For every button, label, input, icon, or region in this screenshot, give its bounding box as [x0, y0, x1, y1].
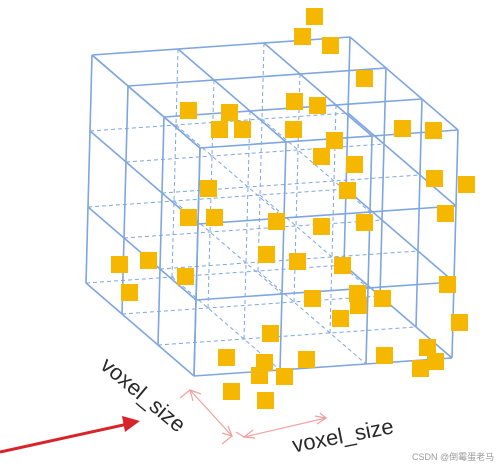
- point-marker: [289, 253, 306, 270]
- hidden-grid-line: [125, 143, 385, 163]
- grid-line: [121, 85, 129, 315]
- point-marker: [285, 121, 302, 138]
- grid-line: [345, 188, 455, 283]
- grid-line: [379, 67, 387, 297]
- grid-line: [91, 54, 201, 149]
- hidden-grid-line: [87, 188, 347, 208]
- point-marker: [437, 205, 454, 222]
- point-marker: [439, 276, 456, 293]
- point-marker: [262, 325, 279, 342]
- grid-line: [279, 141, 287, 371]
- point-marker: [286, 93, 303, 110]
- point-marker: [419, 339, 436, 356]
- grid-line: [193, 357, 453, 377]
- point-marker: [374, 290, 391, 307]
- point-marker: [313, 218, 330, 235]
- grid-line: [85, 54, 93, 284]
- point-marker: [304, 290, 321, 307]
- point-marker: [426, 170, 443, 187]
- hidden-grid-line: [123, 219, 383, 239]
- hidden-grid-line: [85, 264, 345, 284]
- grid-line: [195, 281, 455, 301]
- grid-line: [343, 36, 351, 266]
- grid-line: [127, 67, 387, 87]
- point-marker: [294, 28, 311, 45]
- point-marker: [221, 104, 238, 121]
- hidden-grid-line: [259, 194, 369, 289]
- grid-line: [349, 36, 459, 131]
- point-marker: [258, 246, 275, 263]
- grid-line: [365, 135, 373, 365]
- point-marker: [223, 383, 240, 400]
- point-marker: [234, 121, 251, 138]
- hidden-grid-line: [171, 48, 179, 278]
- point-marker: [313, 148, 330, 165]
- grid-line: [415, 98, 423, 328]
- point-marker: [180, 102, 197, 119]
- point-marker: [177, 268, 194, 285]
- point-marker: [427, 353, 444, 370]
- point-marker: [394, 120, 411, 137]
- point-marker: [200, 180, 217, 197]
- hidden-grid-line: [243, 110, 251, 340]
- hidden-grid-line: [175, 124, 285, 219]
- grid-line: [177, 48, 287, 143]
- point-marker: [180, 209, 197, 226]
- point-marker: [276, 368, 293, 385]
- point-marker: [346, 156, 363, 173]
- grid-line: [85, 282, 195, 377]
- point-marker: [306, 8, 323, 25]
- hidden-grid-line: [121, 295, 381, 315]
- point-marker: [140, 252, 157, 269]
- point-marker: [332, 310, 349, 327]
- point-marker: [268, 213, 285, 230]
- red-arrow-icon: [0, 416, 140, 454]
- point-marker: [322, 37, 339, 54]
- point-marker: [206, 209, 223, 226]
- point-marker: [356, 70, 373, 87]
- watermark: CSDN @倒霉蛋老马: [412, 452, 495, 462]
- point-marker: [111, 256, 128, 273]
- point-marker: [256, 354, 273, 371]
- grid-line: [197, 205, 457, 225]
- dimension-markers: [179, 389, 328, 445]
- point-marker: [257, 392, 274, 409]
- point-marker: [350, 297, 367, 314]
- point-marker: [121, 284, 138, 301]
- point-marker: [412, 360, 429, 377]
- point-marker: [218, 349, 235, 366]
- grid-line: [91, 36, 351, 56]
- point-marker: [298, 351, 315, 368]
- grid-line: [347, 112, 457, 207]
- grid-line: [89, 130, 199, 225]
- point-marker: [339, 182, 356, 199]
- grid-line: [157, 116, 165, 346]
- point-marker: [309, 97, 326, 114]
- hidden-grid-line: [257, 270, 367, 365]
- point-marker: [376, 347, 393, 364]
- point-marker: [425, 122, 442, 139]
- point-marker: [334, 257, 351, 274]
- hidden-grid-line: [261, 118, 371, 213]
- point-marker: [451, 314, 468, 331]
- point-marker: [458, 176, 475, 193]
- point-cloud: [111, 8, 475, 409]
- grid-line: [193, 147, 201, 377]
- grid-line: [263, 42, 373, 137]
- hidden-grid-line: [257, 42, 265, 272]
- point-marker: [211, 121, 228, 138]
- point-marker: [251, 367, 268, 384]
- point-marker: [356, 214, 373, 231]
- hidden-grid-line: [171, 276, 281, 371]
- hidden-grid-line: [157, 326, 417, 346]
- point-marker: [326, 132, 343, 149]
